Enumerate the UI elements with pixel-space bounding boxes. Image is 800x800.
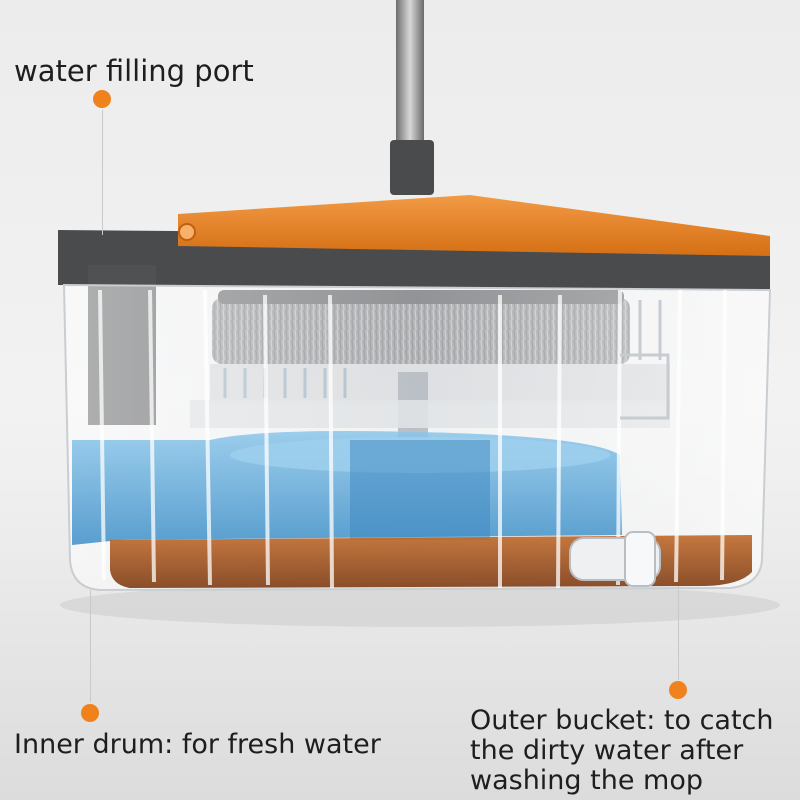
bucket-ribs xyxy=(98,289,727,589)
inner-drum-marker xyxy=(81,704,99,722)
inner-drum-label: Inner drum: for fresh water xyxy=(14,729,381,760)
mop-handle-icon xyxy=(390,0,434,195)
orange-lid xyxy=(178,195,770,256)
outer-bucket-marker xyxy=(669,681,687,699)
outer-bucket-label-line-1: Outer bucket: to catch xyxy=(470,705,774,736)
outer-bucket-label: Outer bucket: to catch the dirty water a… xyxy=(470,706,774,796)
water-filling-port-leader xyxy=(102,110,103,235)
outer-bucket-label-line-2: the dirty water after xyxy=(470,735,744,766)
drain-valve-icon xyxy=(569,531,661,587)
outer-bucket-leader xyxy=(678,586,679,680)
water-filling-port-label: water filling port xyxy=(14,54,254,88)
inner-drum-leader xyxy=(90,590,91,702)
mop-guide-rail xyxy=(620,300,670,420)
outer-bucket-label-line-3: washing the mop xyxy=(470,765,703,796)
water-filling-port-marker xyxy=(93,90,111,108)
bucket-shadow xyxy=(60,583,780,627)
